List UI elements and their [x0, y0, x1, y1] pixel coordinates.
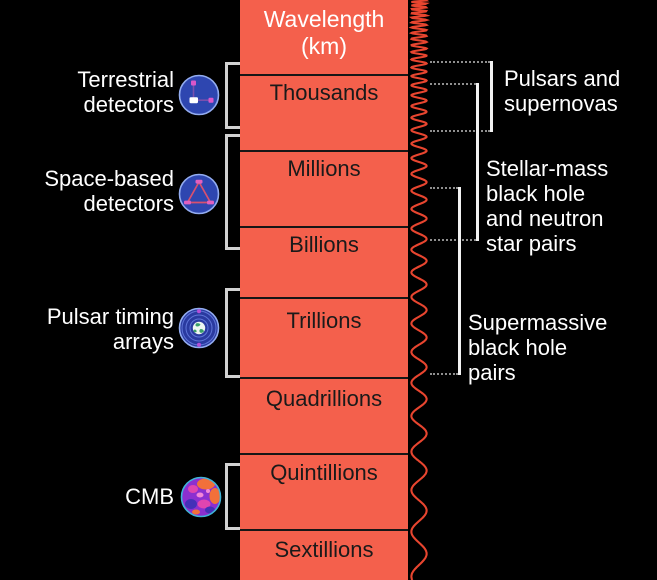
dotted-line	[430, 61, 490, 63]
gravitational-wave-icon	[408, 0, 431, 580]
scale-divider	[240, 74, 408, 76]
scale-row-sextillions: Sextillions	[274, 537, 374, 562]
bracket-stellar-mass-pairs	[476, 83, 479, 241]
scale-divider	[240, 297, 408, 299]
scale-divider	[240, 150, 408, 152]
label-line: black hole	[468, 335, 568, 360]
label-space-based-detectors: Space-based detectors	[0, 166, 174, 216]
scale-row-thousands: Thousands	[269, 80, 379, 105]
pulsar-earth-icon	[178, 307, 220, 349]
dotted-line	[430, 187, 458, 189]
label-line: Pulsar timing	[46, 304, 174, 329]
dotted-line	[430, 130, 490, 132]
scale-row-billions: Billions	[289, 232, 359, 257]
label-line: CMB	[125, 484, 174, 509]
scale-divider	[240, 377, 408, 379]
dotted-line	[430, 239, 476, 241]
scale-row-quadrillions: Quadrillions	[265, 386, 383, 411]
label-cmb: CMB	[0, 484, 174, 509]
dotted-line	[430, 373, 458, 375]
bracket-terrestrial	[225, 62, 240, 129]
label-line: arrays	[112, 329, 174, 354]
column-header-line2: (km)	[301, 33, 347, 59]
label-line: detectors	[83, 92, 175, 117]
wave-strip	[408, 0, 431, 580]
bracket-pulsar-timing	[225, 288, 240, 378]
label-line: Pulsars and	[504, 66, 621, 91]
label-line: supernovas	[504, 91, 618, 116]
label-line: Space-based	[44, 166, 174, 191]
label-line: detectors	[83, 191, 175, 216]
label-line: pairs	[468, 360, 516, 385]
label-pulsars-and-supernovas: Pulsars and supernovas	[504, 66, 620, 116]
label-stellar-mass-pairs: Stellar-mass black hole and neutron star…	[486, 156, 608, 256]
column-header-line1: Wavelength	[263, 6, 385, 32]
bracket-cmb	[225, 463, 240, 530]
bracket-pulsars-supernovas	[490, 61, 493, 132]
scale-divider	[240, 529, 408, 531]
label-line: black hole	[486, 181, 586, 206]
scale-divider	[240, 226, 408, 228]
scale-row-trillions: Trillions	[286, 308, 362, 333]
label-line: Supermassive	[468, 310, 608, 335]
ligo-interferometer-icon	[178, 74, 220, 116]
label-line: star pairs	[486, 231, 577, 256]
label-line: Stellar-mass	[486, 156, 609, 181]
label-line: and neutron	[486, 206, 604, 231]
bracket-space-based	[225, 134, 240, 250]
wavelength-column	[240, 0, 408, 580]
lisa-triangle-icon	[178, 173, 220, 215]
scale-row-millions: Millions	[287, 156, 361, 181]
scale-divider	[240, 453, 408, 455]
label-line: Terrestrial	[77, 67, 174, 92]
dotted-line	[430, 83, 476, 85]
column-header: Wavelength (km)	[240, 6, 408, 60]
cmb-map-icon	[180, 476, 222, 518]
label-terrestrial-detectors: Terrestrial detectors	[0, 67, 174, 117]
bracket-supermassive-pairs	[458, 187, 461, 375]
label-supermassive-pairs: Supermassive black hole pairs	[468, 310, 607, 385]
label-pulsar-timing-arrays: Pulsar timing arrays	[0, 304, 174, 354]
scale-row-quintillions: Quintillions	[270, 460, 378, 485]
